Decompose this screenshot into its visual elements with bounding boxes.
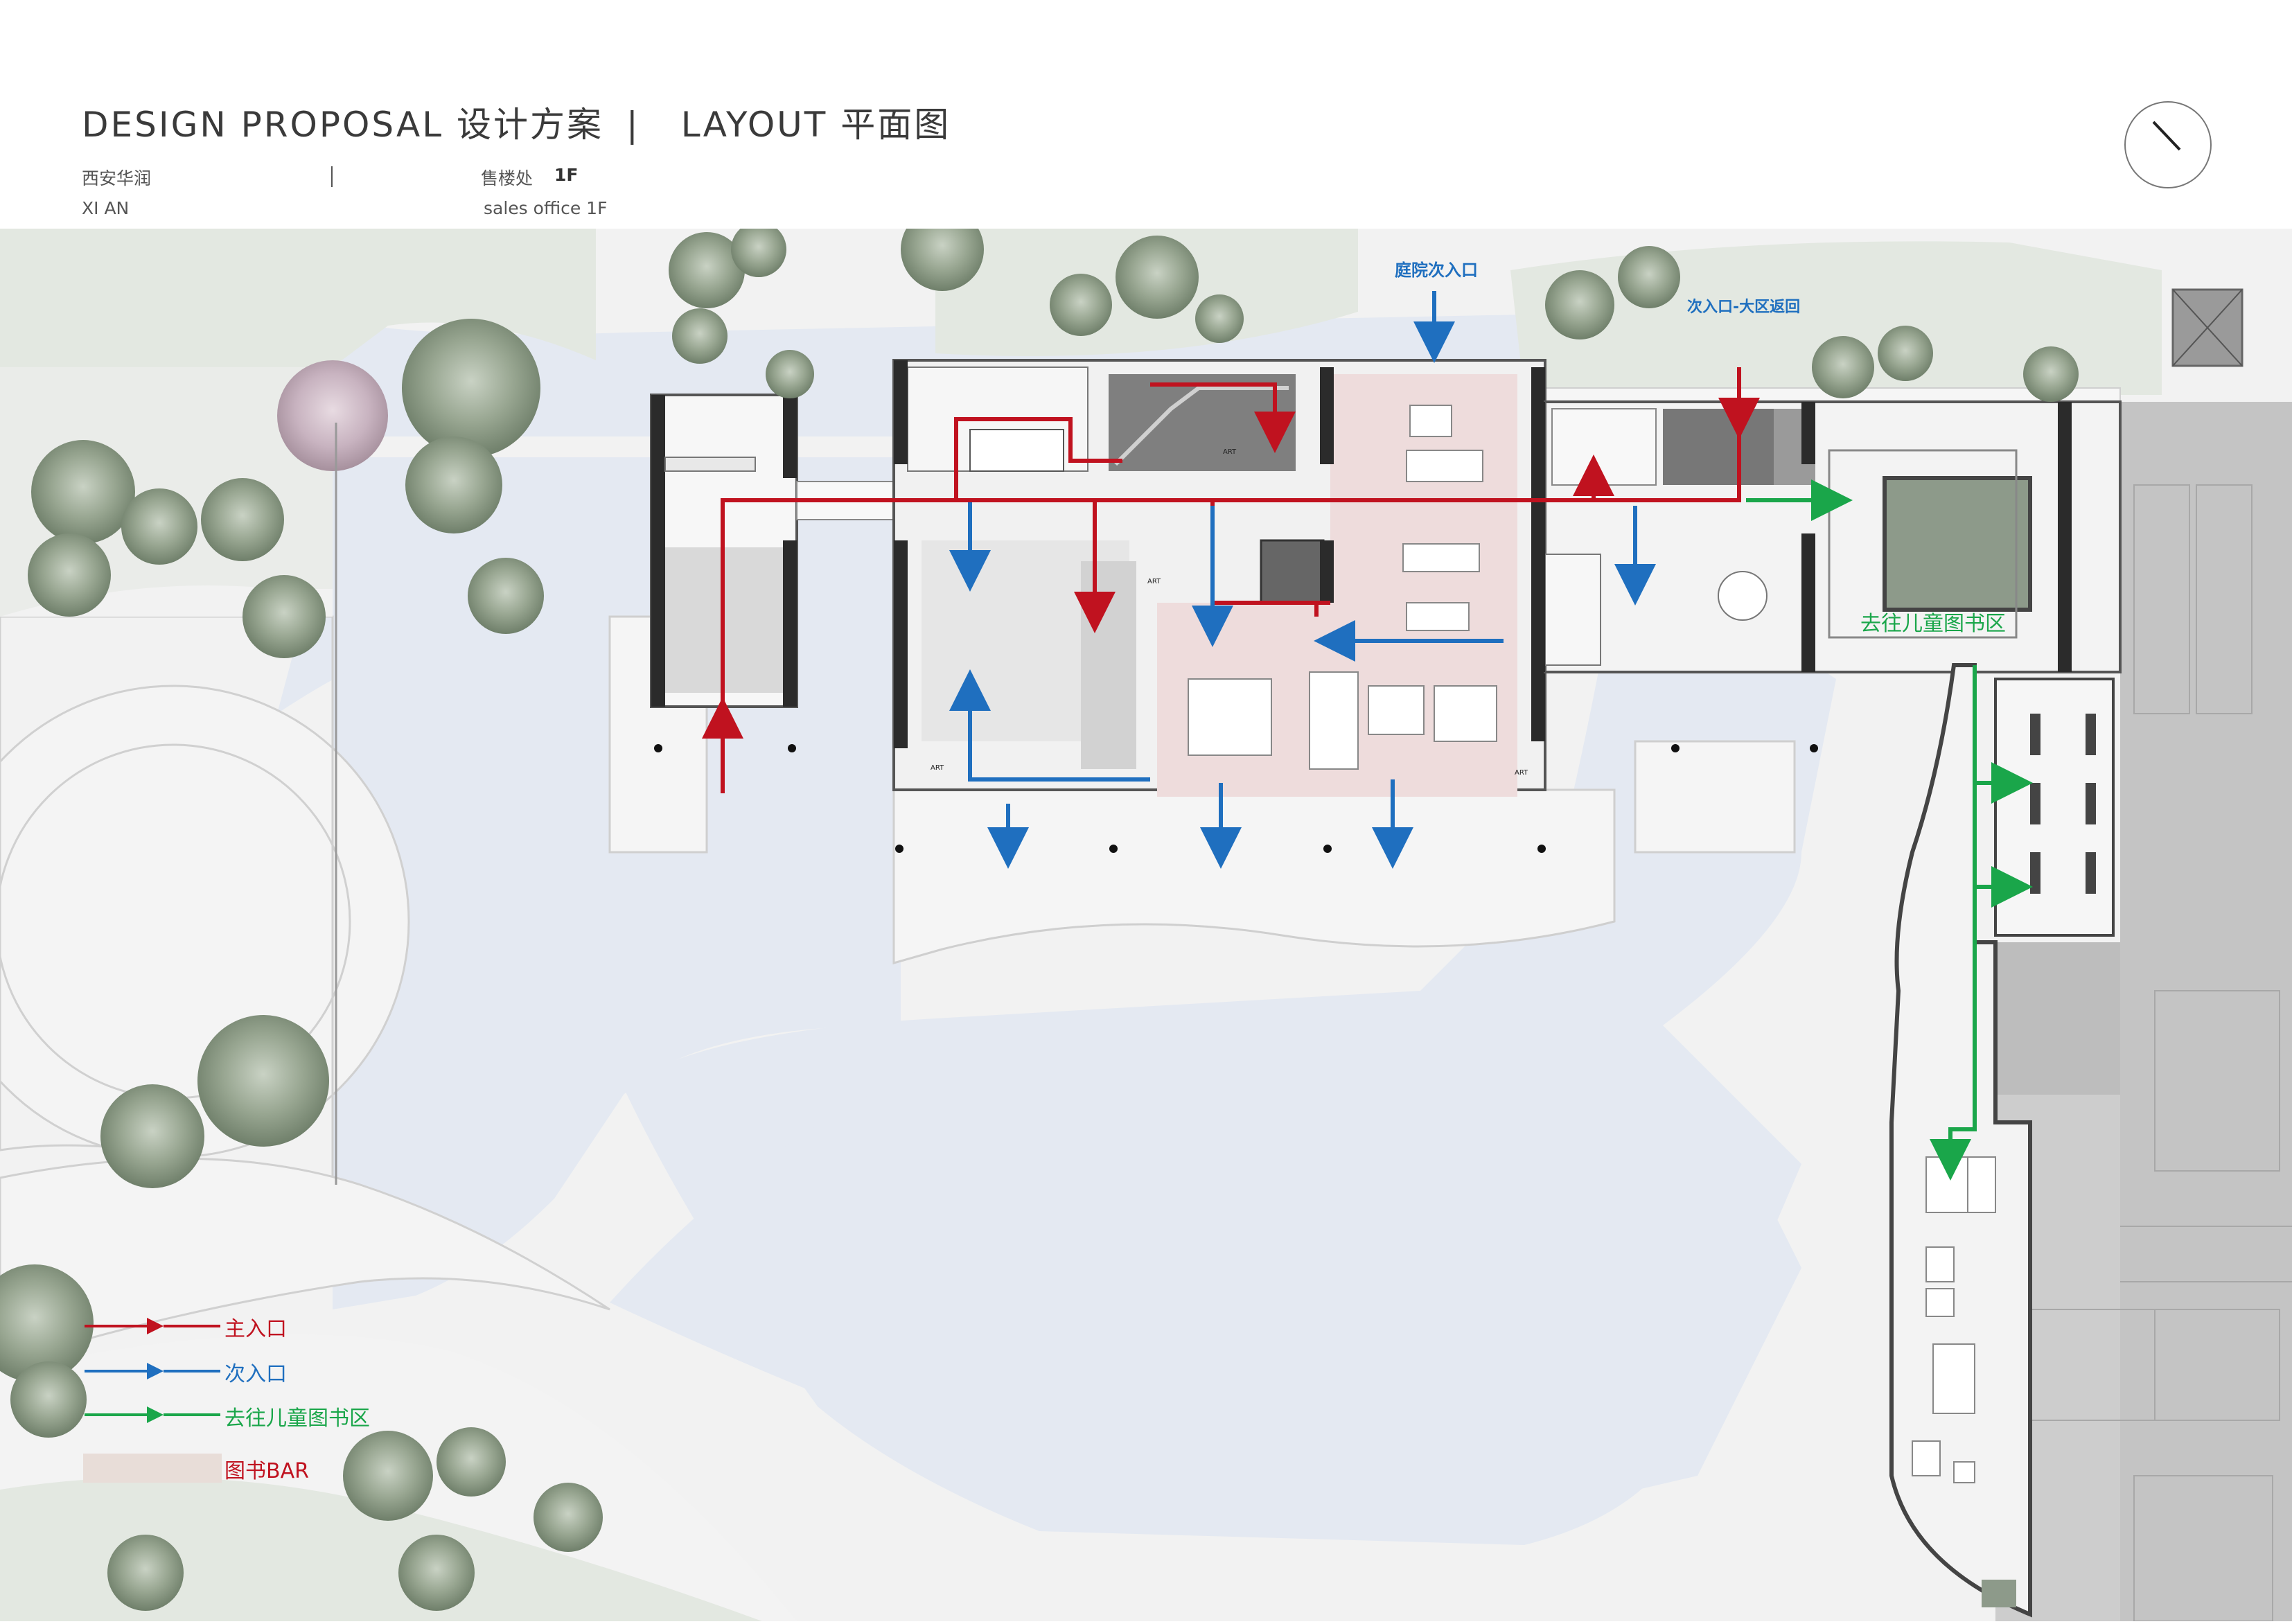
art-label: ART (1147, 578, 1161, 585)
legend-children-library: 去往儿童图书区 (224, 1406, 370, 1431)
header-divider (331, 166, 333, 187)
art-label: ART (1515, 769, 1528, 777)
floor-plan-drawing (0, 208, 2292, 1622)
legend-book-bar: 图书BAR (224, 1459, 309, 1483)
children-library-route (1746, 479, 2033, 1181)
legend-secondary-entrance: 次入口 (224, 1362, 287, 1386)
north-arrow-icon (2124, 101, 2212, 188)
legend-arrows (83, 1318, 222, 1483)
title-en: DESIGN PROPOSAL (82, 105, 444, 145)
header: DESIGN PROPOSAL 设计方案 | LAYOUT 平面图 西安华润 X… (0, 0, 2292, 229)
courtyard-entrance-label: 庭院次入口 (1395, 261, 1478, 280)
page-title: DESIGN PROPOSAL 设计方案 | LAYOUT 平面图 (82, 97, 951, 147)
title-separator: | (626, 105, 640, 145)
secondary-entrance-route (949, 291, 1656, 869)
legend-main-entrance: 主入口 (224, 1317, 287, 1341)
floor-level: 1F (554, 165, 579, 185)
layout-cn: 平面图 (840, 105, 951, 145)
trees (0, 208, 2079, 1611)
art-label: ART (1223, 448, 1237, 456)
lawn-lower-left (0, 1157, 610, 1366)
courtyard-planter (1883, 476, 2032, 612)
project-name-cn: 西安华润 (82, 168, 152, 188)
front-terrace (892, 788, 1616, 964)
title-cn: 设计方案 (457, 105, 604, 145)
floor-name-cn: 售楼处 (481, 168, 534, 188)
floor-name-en: sales office 1F (484, 198, 608, 218)
secondary-return-label: 次入口-大区返回 (1687, 299, 1801, 316)
children-library-label: 去往儿童图书区 (1860, 612, 2006, 636)
adjacent-building (2120, 402, 2292, 1621)
bar-furniture (1188, 405, 1497, 770)
floor-plan: 庭院次入口 次入口-大区返回 去往儿童图书区 ART ART ART ART (0, 208, 2292, 1622)
project-name-en: XI AN (82, 198, 130, 218)
layout-en: LAYOUT (680, 105, 828, 145)
art-label: ART (931, 764, 944, 772)
